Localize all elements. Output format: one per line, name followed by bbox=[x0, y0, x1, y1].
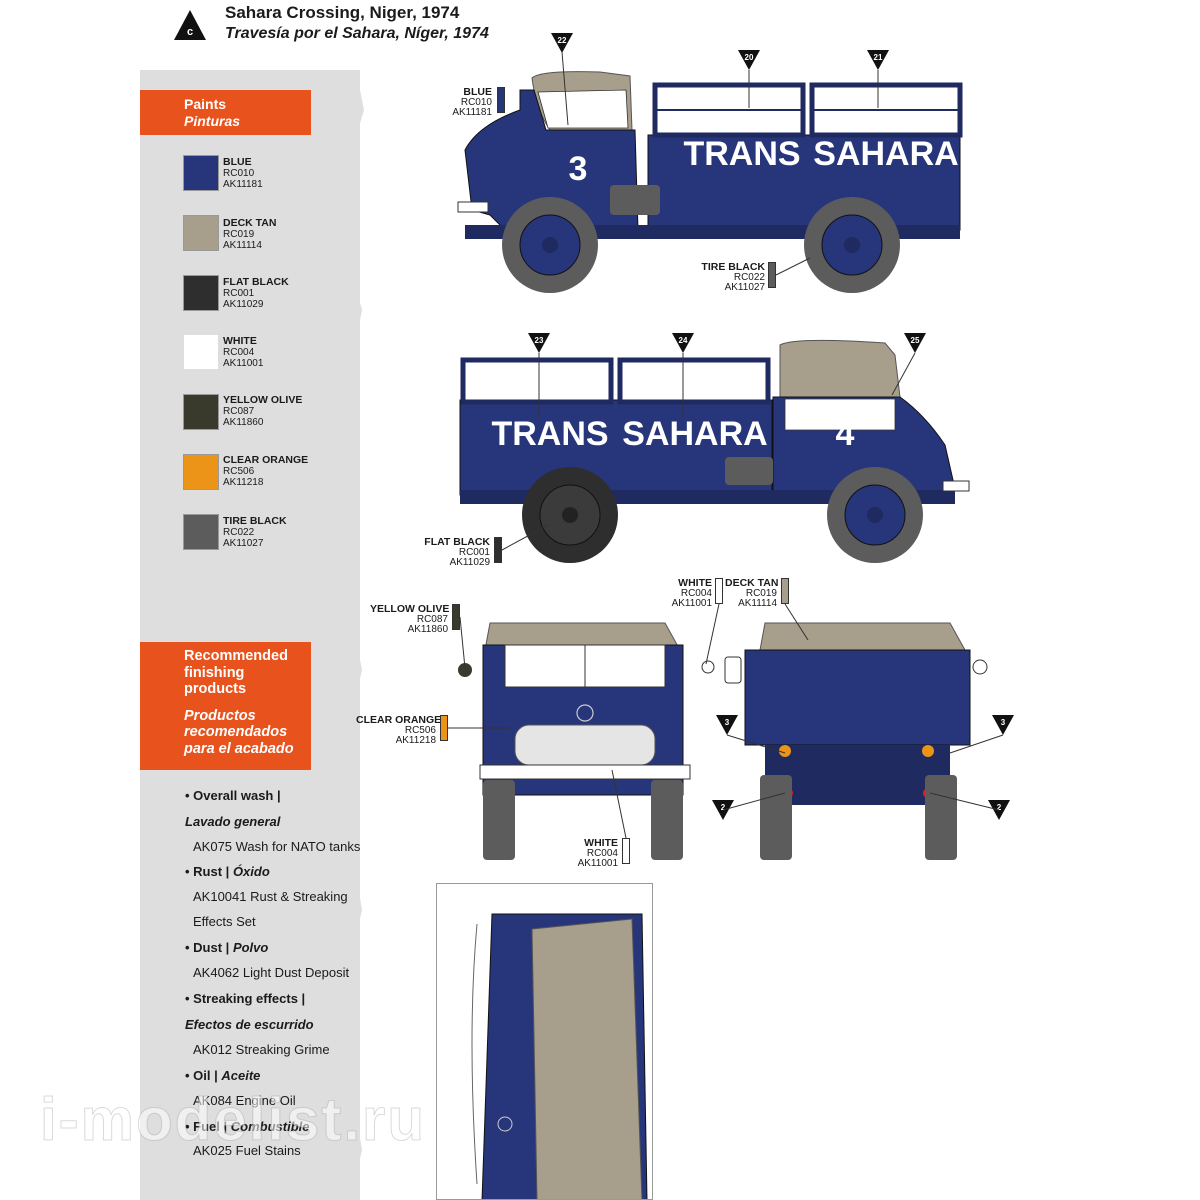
callout-tire-black-chip bbox=[768, 262, 776, 288]
callout-clear-orange-chip bbox=[440, 715, 448, 741]
finish-wash-label: • Overall wash | bbox=[185, 788, 281, 803]
svg-text:24: 24 bbox=[679, 336, 688, 345]
swatch-flat-black bbox=[183, 275, 219, 311]
finish-dust-label: • Dust | Polvo bbox=[185, 940, 269, 955]
finish-wash-es: Lavado general bbox=[185, 814, 281, 829]
detail-inset-drawing bbox=[469, 913, 648, 1199]
side-b-number: 4 bbox=[836, 415, 855, 453]
finish-rust-product-1: AK10041 Rust & Streaking bbox=[193, 889, 348, 904]
callout-blue-chip bbox=[497, 87, 505, 113]
marker-3-right-icon: 3 bbox=[992, 715, 1014, 735]
finish-streak-es: Efectos de escurrido bbox=[185, 1017, 314, 1032]
finish-streak-product: AK012 Streaking Grime bbox=[193, 1042, 330, 1057]
sidebar-brush-edge bbox=[338, 70, 364, 1200]
finish-streak-label: • Streaking effects | bbox=[185, 991, 306, 1006]
finish-oil-product: AK084 Engine Oil bbox=[193, 1093, 296, 1108]
marker-21-icon: 21 bbox=[867, 50, 889, 70]
page-subtitle: Travesía por el Sahara, Níger, 1974 bbox=[225, 25, 489, 42]
swatch-deck-tan bbox=[183, 215, 219, 251]
side-a-lettering-2: SAHARA bbox=[813, 135, 958, 173]
side-a-lettering-1: TRANS bbox=[683, 135, 800, 173]
svg-text:3: 3 bbox=[725, 718, 730, 727]
finish-oil-label: • Oil | Aceite bbox=[185, 1068, 261, 1083]
svg-text:22: 22 bbox=[558, 36, 567, 45]
svg-text:23: 23 bbox=[535, 336, 544, 345]
truck-side-view-right: TRANS SAHARA 4 bbox=[459, 339, 970, 563]
finish-wash-product: AK075 Wash for NATO tanks bbox=[193, 839, 361, 854]
finish-fuel-label: • Fuel | Combustible bbox=[185, 1119, 310, 1134]
callout-white-top-chip bbox=[715, 578, 723, 604]
finish-rust-label: • Rust | Óxido bbox=[185, 864, 270, 879]
callout-yellow-olive-chip bbox=[452, 604, 460, 630]
marker-22-icon: 22 bbox=[551, 33, 573, 53]
truck-front-view bbox=[458, 622, 715, 860]
svg-text:21: 21 bbox=[874, 53, 883, 62]
watermark-text: i-modelist.ru bbox=[39, 1086, 427, 1154]
callout-flat-black-chip bbox=[494, 537, 502, 563]
side-a-number: 3 bbox=[569, 150, 588, 188]
swatch-clear-orange bbox=[183, 454, 219, 490]
section-badge-icon: c bbox=[174, 10, 206, 40]
svg-text:3: 3 bbox=[1001, 718, 1006, 727]
marker-25-icon: 25 bbox=[904, 333, 926, 353]
finish-fuel-product: AK025 Fuel Stains bbox=[193, 1143, 301, 1158]
svg-text:25: 25 bbox=[911, 336, 920, 345]
swatch-yellow-olive bbox=[183, 394, 219, 430]
swatch-tire-black bbox=[183, 514, 219, 550]
svg-text:2: 2 bbox=[997, 803, 1002, 812]
paints-title-es: Pinturas bbox=[184, 113, 241, 129]
truck-rear-view bbox=[724, 622, 988, 860]
paints-title: Paints bbox=[184, 96, 227, 112]
swatch-blue bbox=[183, 155, 219, 191]
truck-side-view-left: 3 TRANS SAHARA bbox=[457, 71, 963, 293]
badge-letter: c bbox=[187, 26, 193, 38]
finishing-heading: Recommended finishing products Productos… bbox=[140, 642, 311, 770]
marker-24-icon: 24 bbox=[672, 333, 694, 353]
finish-dust-product: AK4062 Light Dust Deposit bbox=[193, 965, 350, 980]
finish-rust-product-2: Effects Set bbox=[193, 914, 256, 929]
side-b-lettering-2: SAHARA bbox=[622, 415, 767, 453]
svg-text:2: 2 bbox=[721, 803, 726, 812]
svg-text:20: 20 bbox=[745, 53, 754, 62]
side-b-lettering-1: TRANS bbox=[491, 415, 608, 453]
paints-heading: Paints Pinturas bbox=[140, 90, 311, 135]
callout-white-bottom-chip bbox=[622, 838, 630, 864]
marker-23-icon: 23 bbox=[528, 333, 550, 353]
swatch-white bbox=[183, 334, 219, 370]
detail-inset-frame bbox=[436, 883, 653, 1200]
callout-deck-tan-chip bbox=[781, 578, 789, 604]
marker-20-icon: 20 bbox=[738, 50, 760, 70]
sidebar-panel bbox=[140, 70, 360, 1200]
marker-3-left-icon: 3 bbox=[716, 715, 738, 735]
page-title: Sahara Crossing, Niger, 1974 bbox=[225, 3, 460, 22]
